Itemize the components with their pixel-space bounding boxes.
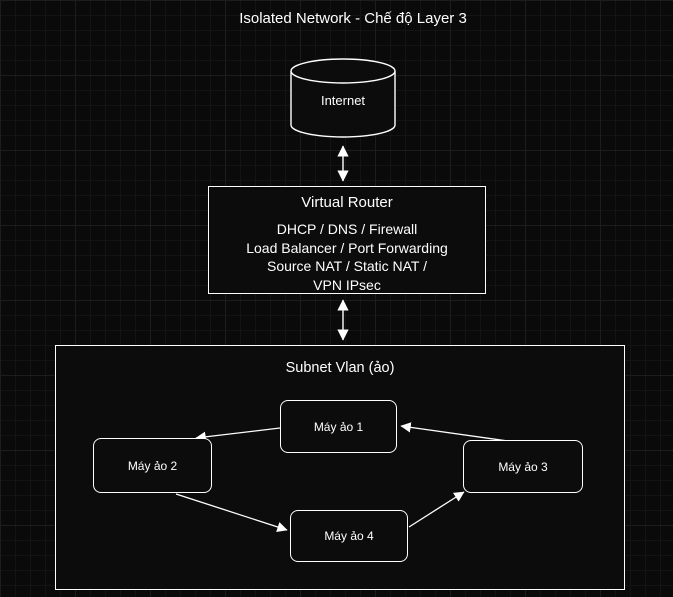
subnet-title: Subnet Vlan (ảo) [285, 360, 395, 376]
edge-vm3-vm1[interactable] [400, 422, 516, 443]
vm2-node[interactable]: Máy ảo 2 [93, 438, 212, 493]
diagram-title: Isolated Network - Chế độ Layer 3 [239, 10, 467, 27]
vm1-node[interactable]: Máy ảo 1 [280, 400, 397, 453]
edge-vm2-vm4[interactable] [175, 493, 288, 532]
vm2-label: Máy ảo 2 [127, 458, 178, 473]
edge-vm1-vm2[interactable] [195, 427, 281, 443]
router-feature-line: Load Balancer / Port Forwarding [246, 239, 448, 256]
cylinder-shape [290, 58, 396, 138]
router-feature-line: VPN IPsec [313, 276, 381, 293]
vm3-node[interactable]: Máy ảo 3 [463, 440, 583, 493]
router-title: Virtual Router [301, 194, 393, 211]
vm3-label: Máy ảo 3 [498, 459, 548, 474]
vm4-node[interactable]: Máy ảo 4 [290, 510, 408, 562]
vm1-label: Máy ảo 1 [313, 419, 364, 434]
vm4-label: Máy ảo 4 [324, 529, 374, 543]
router-feature-line: Source NAT / Static NAT / [266, 258, 427, 274]
internet-label: Internet [320, 93, 366, 108]
router-feature-line: DHCP / DNS / Firewall [276, 221, 418, 237]
edge-vm4-vm3[interactable] [408, 491, 465, 528]
virtual-router-node[interactable]: Virtual Router DHCP / DNS / Firewall Loa… [208, 186, 486, 294]
internet-node[interactable]: Internet [288, 57, 398, 141]
